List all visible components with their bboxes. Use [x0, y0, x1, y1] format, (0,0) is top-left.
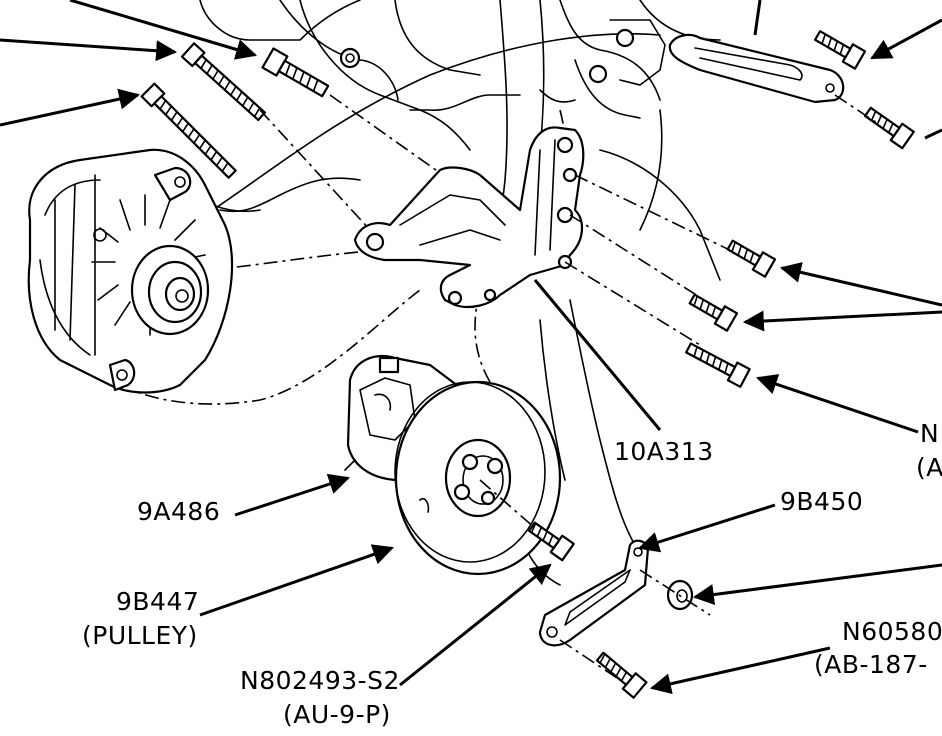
leader-upper-right-bolt: [870, 18, 942, 60]
leader-right-bolt-1: [779, 262, 942, 307]
pulley-bolt: [527, 521, 575, 562]
label-N802493-S2: N802493-S2: [240, 666, 400, 695]
label-9B447: 9B447: [116, 587, 199, 616]
belt-routing-curve: [204, 33, 661, 216]
label-9A486: 9A486: [137, 497, 220, 526]
right-side-bolts: [685, 239, 777, 388]
leader-brace-bolt: [649, 646, 831, 695]
belt-routing-dashed: [119, 289, 421, 405]
label-N605800: N605800: [842, 617, 942, 646]
leader-N802493: [399, 563, 552, 687]
label-10A313: 10A313: [614, 437, 714, 466]
leader-nut-right: [692, 563, 942, 605]
leader-bolt-upper: [0, 38, 178, 62]
brace-9B450: [538, 539, 650, 647]
leader-10A313: [533, 279, 662, 431]
leader-9B447: [199, 544, 394, 617]
label-AU-9-P: (AU-9-P): [283, 700, 391, 729]
leader-9B450: [637, 503, 776, 553]
power-steering-pump: [344, 354, 562, 576]
upper-bolts: [140, 28, 635, 179]
label-9B450: 9B450: [780, 487, 863, 516]
leader-bolt-middle: [69, 0, 258, 60]
leader-right-bolt-3: [756, 374, 919, 434]
label-N-cut: N: [920, 419, 939, 448]
label-AB-187: (AB-187-: [814, 650, 928, 679]
leader-bolt-lower: [0, 88, 141, 127]
brace-bolt: [595, 651, 648, 699]
label-A-cut: (A: [916, 453, 942, 482]
leader-9A486: [234, 473, 350, 517]
alternator: [27, 148, 234, 394]
label-pulley: (PULLEY): [82, 621, 198, 650]
mounting-bracket-10A313: [353, 126, 585, 309]
leader-right-bolt-2: [742, 310, 942, 332]
upper-right-brace: [668, 30, 915, 150]
